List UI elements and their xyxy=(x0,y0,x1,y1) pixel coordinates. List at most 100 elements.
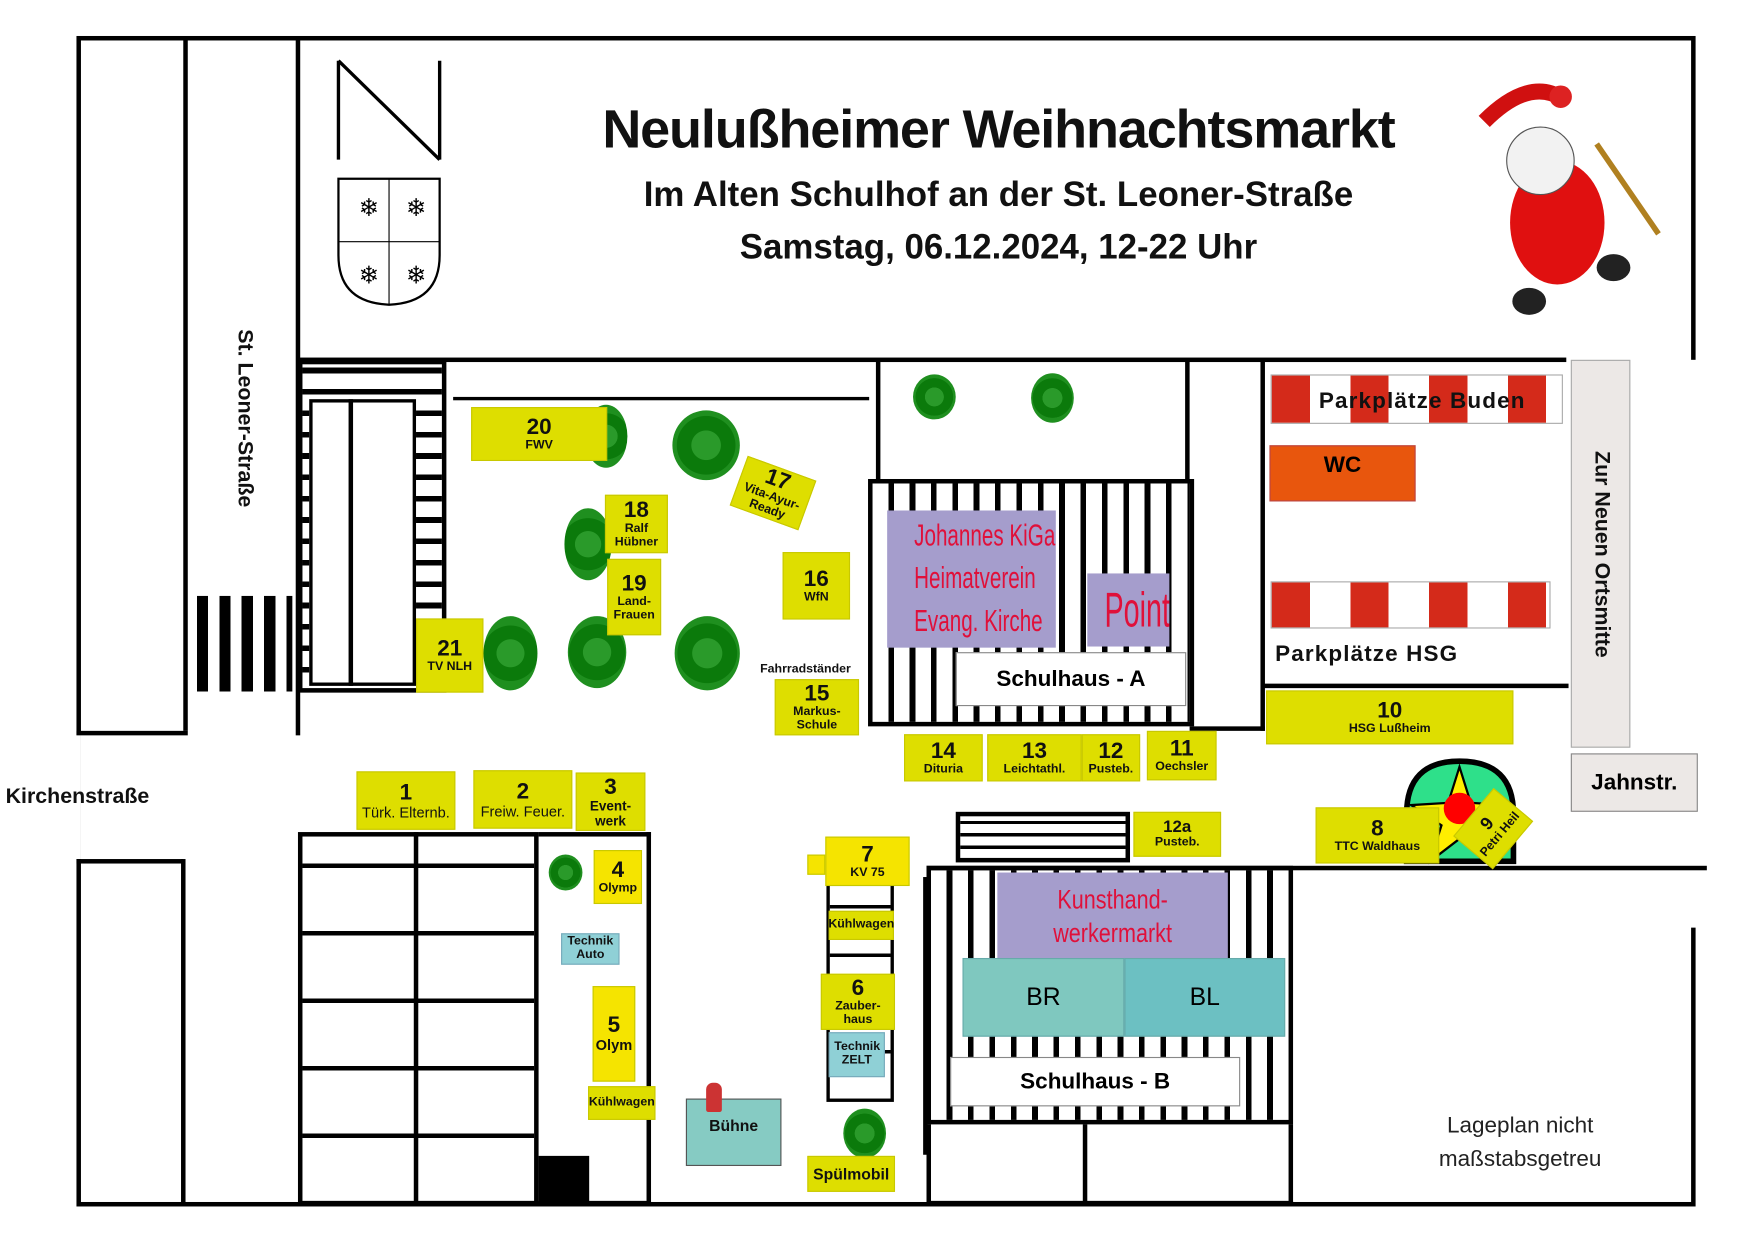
stall-name: Technik Auto xyxy=(567,934,614,962)
stage-buehne[interactable]: Bühne xyxy=(685,1098,782,1167)
bench-structure xyxy=(955,811,1131,863)
parking-hsg-stripes xyxy=(1270,581,1551,629)
street-line xyxy=(76,730,188,736)
fence-line xyxy=(453,396,870,401)
technik-auto[interactable]: Technik Auto xyxy=(561,933,620,965)
stall-name: Freiw. Feuer. xyxy=(480,802,566,820)
stall-name: Leichtathl. xyxy=(1003,762,1066,776)
building-left-inner xyxy=(309,399,417,686)
street-label-st-leoner: St. Leoner-Straße xyxy=(232,329,257,508)
building-line xyxy=(413,832,419,1206)
building-line xyxy=(348,399,354,686)
courtyard-line xyxy=(297,357,1567,363)
kuehlwagen-left[interactable]: Kühlwagen xyxy=(588,1086,656,1120)
crosswalk xyxy=(196,595,293,692)
street-line xyxy=(181,859,186,1206)
building-line xyxy=(1262,683,1569,689)
parking-hsg-label: Parkplätze HSG xyxy=(1275,642,1459,667)
stall-number: 21 xyxy=(437,636,463,661)
stall-name: Pusteb. xyxy=(1154,835,1200,850)
building-top-middle xyxy=(875,359,1190,482)
svg-text:❄: ❄ xyxy=(406,262,427,289)
nikolaus-icon xyxy=(706,1082,722,1113)
stall-name: Event-werk xyxy=(589,798,632,829)
stall-name: Kühlwagen xyxy=(828,917,895,932)
parking-buden: Parkplätze Buden xyxy=(1270,374,1563,424)
building-label-point: Point xyxy=(1087,573,1170,647)
stall-number: 1 xyxy=(399,779,413,805)
stall-name: Dituria xyxy=(923,762,963,776)
stall-number: 7 xyxy=(861,841,874,867)
stall-name: WfN xyxy=(803,589,829,604)
building-line xyxy=(1082,1124,1088,1206)
santa-claus-icon xyxy=(1462,76,1676,323)
wc: WC xyxy=(1269,445,1416,502)
page-title: Neulußheimer Weihnachtsmarkt xyxy=(602,100,1395,160)
stall-number: 4 xyxy=(611,857,625,883)
kiga-line: Johannes KiGa xyxy=(914,518,1056,553)
spuelmobil[interactable]: Spülmobil xyxy=(807,1155,896,1192)
schulhaus-a-label: Schulhaus - A xyxy=(955,652,1187,707)
stall-number: 10 xyxy=(1377,697,1403,723)
stall-number: 6 xyxy=(851,975,865,1001)
stall-name: HSG Lußheim xyxy=(1348,721,1431,736)
stall-name: Technik ZELT xyxy=(834,1040,881,1068)
stall-number: 11 xyxy=(1169,736,1194,761)
tree-icon xyxy=(548,854,583,891)
stall-number: 15 xyxy=(804,681,830,707)
right-gap xyxy=(1686,359,1701,928)
stall-number: 19 xyxy=(621,571,647,596)
svg-text:❄: ❄ xyxy=(359,195,380,222)
tree-icon xyxy=(483,616,538,691)
stall-name: Pusteb. xyxy=(1088,762,1134,776)
stall-number: 13 xyxy=(1021,738,1047,764)
stall-number: 12 xyxy=(1098,738,1124,764)
kuehlwagen-right[interactable]: Kühlwagen xyxy=(828,910,895,940)
scale-note: Lageplan nicht maßstabsgetreu xyxy=(1438,1113,1602,1172)
stall-name: Zauber-haus xyxy=(835,999,881,1027)
stall-name: Bühne xyxy=(709,1116,759,1135)
building-black-block xyxy=(538,1155,590,1206)
event-date: Samstag, 06.12.2024, 12-22 Uhr xyxy=(739,227,1258,267)
street-line xyxy=(76,859,184,864)
building-corridor xyxy=(538,832,652,1206)
stall-number: 3 xyxy=(604,774,617,800)
tree-icon xyxy=(1031,373,1074,423)
svg-text:❄: ❄ xyxy=(406,195,427,222)
area-bl: BL xyxy=(1124,957,1286,1037)
page-subtitle: Im Alten Schulhof an der St. Leoner-Stra… xyxy=(643,174,1354,214)
building-line xyxy=(926,865,1707,871)
stall-name: KV 75 xyxy=(850,865,885,879)
technik-zelt[interactable]: Technik ZELT xyxy=(828,1032,885,1078)
tree-icon xyxy=(843,1108,887,1159)
stall-name: Kühlwagen xyxy=(588,1095,655,1109)
tree-icon xyxy=(674,616,740,691)
area-br: BR xyxy=(962,957,1125,1037)
stall-name: Land-Frauen xyxy=(613,594,655,622)
coat-of-arms-icon: ❄❄❄❄ xyxy=(336,177,442,307)
kiga-line: Heimatverein xyxy=(914,561,1036,595)
schulhaus-b-label: Schulhaus - B xyxy=(950,1056,1241,1107)
stall-name: Olym xyxy=(595,1036,633,1054)
street-zur-neuen-ortsmitte: Zur Neuen Ortsmitte xyxy=(1570,359,1631,748)
